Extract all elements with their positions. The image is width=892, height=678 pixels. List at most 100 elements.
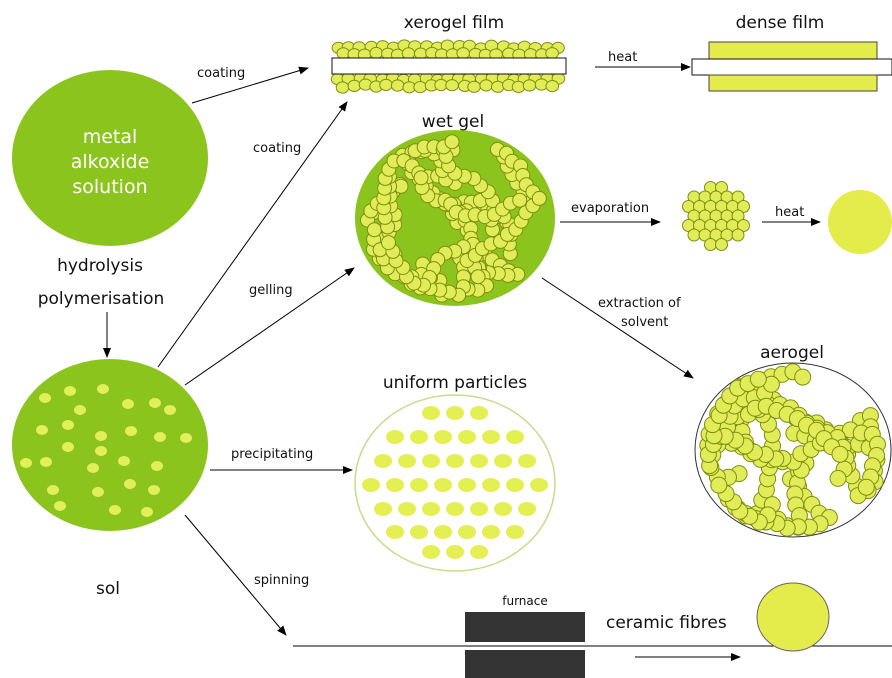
sol — [12, 359, 208, 531]
uniform-particle — [470, 545, 488, 559]
spinning-label: spinning — [254, 573, 309, 588]
uniform-particle — [482, 430, 500, 444]
source-label-line-1: metal — [83, 126, 138, 148]
arrow-extraction — [542, 278, 693, 378]
dense-film-title: dense film — [736, 13, 825, 33]
uniform-particle — [446, 406, 464, 420]
sol-particle — [92, 487, 104, 497]
cluster-particle — [716, 239, 728, 251]
uniform-particle — [506, 430, 524, 444]
uniform-particle — [494, 502, 512, 516]
film-particle — [492, 81, 505, 92]
uniform-particle — [410, 525, 428, 539]
film-particle — [391, 80, 404, 91]
uniform-particle — [422, 502, 440, 516]
precipitating-label: precipitating — [231, 447, 313, 462]
uniform-particle — [518, 502, 536, 516]
uniform-particle — [470, 454, 488, 468]
uniform-particle — [470, 406, 488, 420]
sol-particle — [64, 386, 76, 396]
sol-circle — [12, 359, 208, 531]
uniform-particle — [518, 454, 536, 468]
film-particle — [546, 81, 559, 92]
sol-particle — [154, 432, 166, 442]
film-particle — [402, 48, 415, 59]
gel-particle — [445, 135, 459, 149]
extraction-label-line-1: extraction of — [598, 296, 681, 311]
heat-label-1: heat — [608, 50, 637, 65]
uniform-particle — [446, 502, 464, 516]
coating-label-2: coating — [253, 141, 301, 156]
uniform-particle — [458, 430, 476, 444]
sol-particle — [95, 431, 107, 441]
film-particle — [457, 48, 470, 59]
uniform-particle — [482, 478, 500, 492]
uniform-particle — [434, 430, 452, 444]
polymerisation-label: polymerisation — [38, 289, 165, 309]
sol-particle — [40, 457, 52, 467]
wet-gel-title: wet gel — [422, 112, 484, 132]
uniform-particle — [374, 502, 392, 516]
wet-gel: wet gel — [355, 112, 555, 306]
film-particle — [523, 80, 536, 91]
sol-particle — [122, 399, 134, 409]
sol-particle — [20, 458, 32, 468]
sol-particle — [62, 442, 74, 452]
sol-particle — [97, 384, 109, 394]
cluster-particle — [732, 229, 744, 241]
uniform-particle — [470, 502, 488, 516]
uniform-particles-title: uniform particles — [383, 373, 527, 393]
aerogel-particle — [832, 446, 848, 462]
sol-particle — [74, 405, 86, 415]
sol-particle — [36, 425, 48, 435]
metal-alkoxide-solution: metal alkoxide solution — [12, 70, 208, 246]
uniform-particles-circle — [355, 395, 555, 571]
uniform-particle — [410, 430, 428, 444]
ceramic-fibres-label: ceramic fibres — [606, 613, 727, 633]
sol-particle — [109, 505, 121, 515]
uniform-particle — [362, 478, 380, 492]
gel-particle — [471, 270, 485, 284]
sol-particle — [95, 446, 107, 456]
sol-particle — [180, 433, 192, 443]
sol-particle — [39, 393, 51, 403]
xerogel-cluster — [683, 182, 750, 251]
uniform-particle — [446, 454, 464, 468]
sol-particle — [149, 398, 161, 408]
dense-film-top-layer — [709, 42, 877, 59]
uniform-particle — [494, 454, 512, 468]
sol-particle — [164, 405, 176, 415]
sol-particle — [141, 507, 153, 517]
aerogel: aerogel — [695, 343, 891, 537]
uniform-particle — [422, 406, 440, 420]
uniform-particle — [434, 478, 452, 492]
uniform-particle — [422, 454, 440, 468]
gel-particle — [382, 236, 396, 250]
film-particle — [348, 80, 361, 91]
cluster-particle — [705, 239, 717, 251]
aerogel-particle — [830, 470, 846, 486]
aerogel-particle — [711, 477, 727, 493]
film-particle — [468, 81, 481, 92]
uniform-particle — [446, 545, 464, 559]
uniform-particle — [530, 478, 548, 492]
film-particle — [446, 80, 459, 91]
furnace-label: furnace — [502, 594, 548, 608]
hydrolysis-label: hydrolysis — [57, 256, 143, 276]
furnace-bottom — [465, 650, 585, 678]
sol-particle — [118, 456, 130, 466]
heat-label-2: heat — [775, 205, 804, 220]
uniform-particle — [458, 525, 476, 539]
gel-particle — [532, 191, 546, 205]
uniform-particle — [422, 545, 440, 559]
xerogel-substrate — [332, 58, 566, 74]
gel-particle — [414, 171, 428, 185]
uniform-particle — [434, 525, 452, 539]
coating-label-1: coating — [197, 66, 245, 81]
sol-particle — [87, 463, 99, 473]
cluster-particle — [688, 229, 700, 241]
gelling-label: gelling — [249, 283, 293, 298]
film-particle — [370, 47, 383, 58]
source-label-line-3: solution — [72, 176, 147, 198]
uniform-particle — [398, 502, 416, 516]
